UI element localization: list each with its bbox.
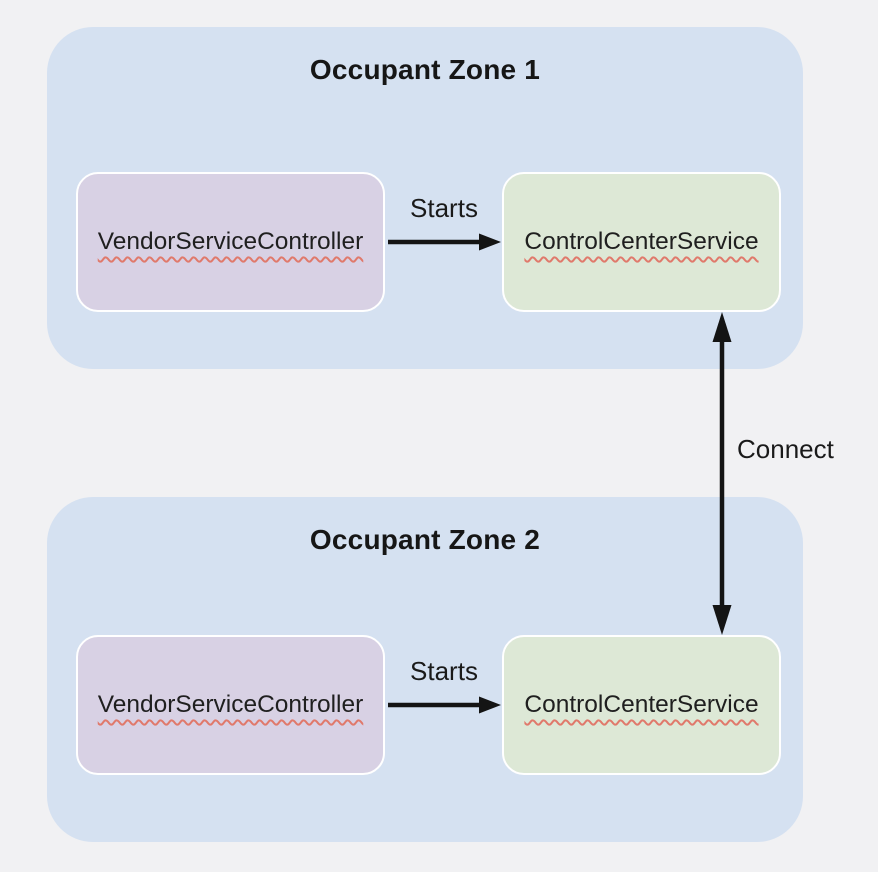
zone-2-title: Occupant Zone 2 (309, 524, 541, 555)
zone-2-control-center-service-node: ControlCenterService (502, 635, 781, 775)
zone-1-control-center-service-node: ControlCenterService (502, 172, 781, 312)
zone-2-vendor-service-controller-node: VendorServiceController (76, 635, 385, 775)
zone-occupant-1: Occupant Zone 1 VendorServiceController … (47, 27, 803, 369)
starts-label-zone1: Starts (410, 193, 478, 223)
zone-occupant-2: Occupant Zone 2 VendorServiceController … (47, 497, 803, 842)
zone-1-vendor-service-controller-label: VendorServiceController (97, 228, 364, 255)
zone-2-vendor-service-controller-label: VendorServiceController (97, 691, 364, 718)
zone-1-control-center-service-label: ControlCenterService (524, 228, 759, 255)
zone-2-control-center-service-label: ControlCenterService (524, 691, 759, 718)
zone-1-vendor-service-controller-node: VendorServiceController (76, 172, 385, 312)
starts-label-zone2: Starts (410, 656, 478, 686)
connect-label: Connect (737, 434, 834, 464)
zone-1-title: Occupant Zone 1 (309, 54, 541, 85)
